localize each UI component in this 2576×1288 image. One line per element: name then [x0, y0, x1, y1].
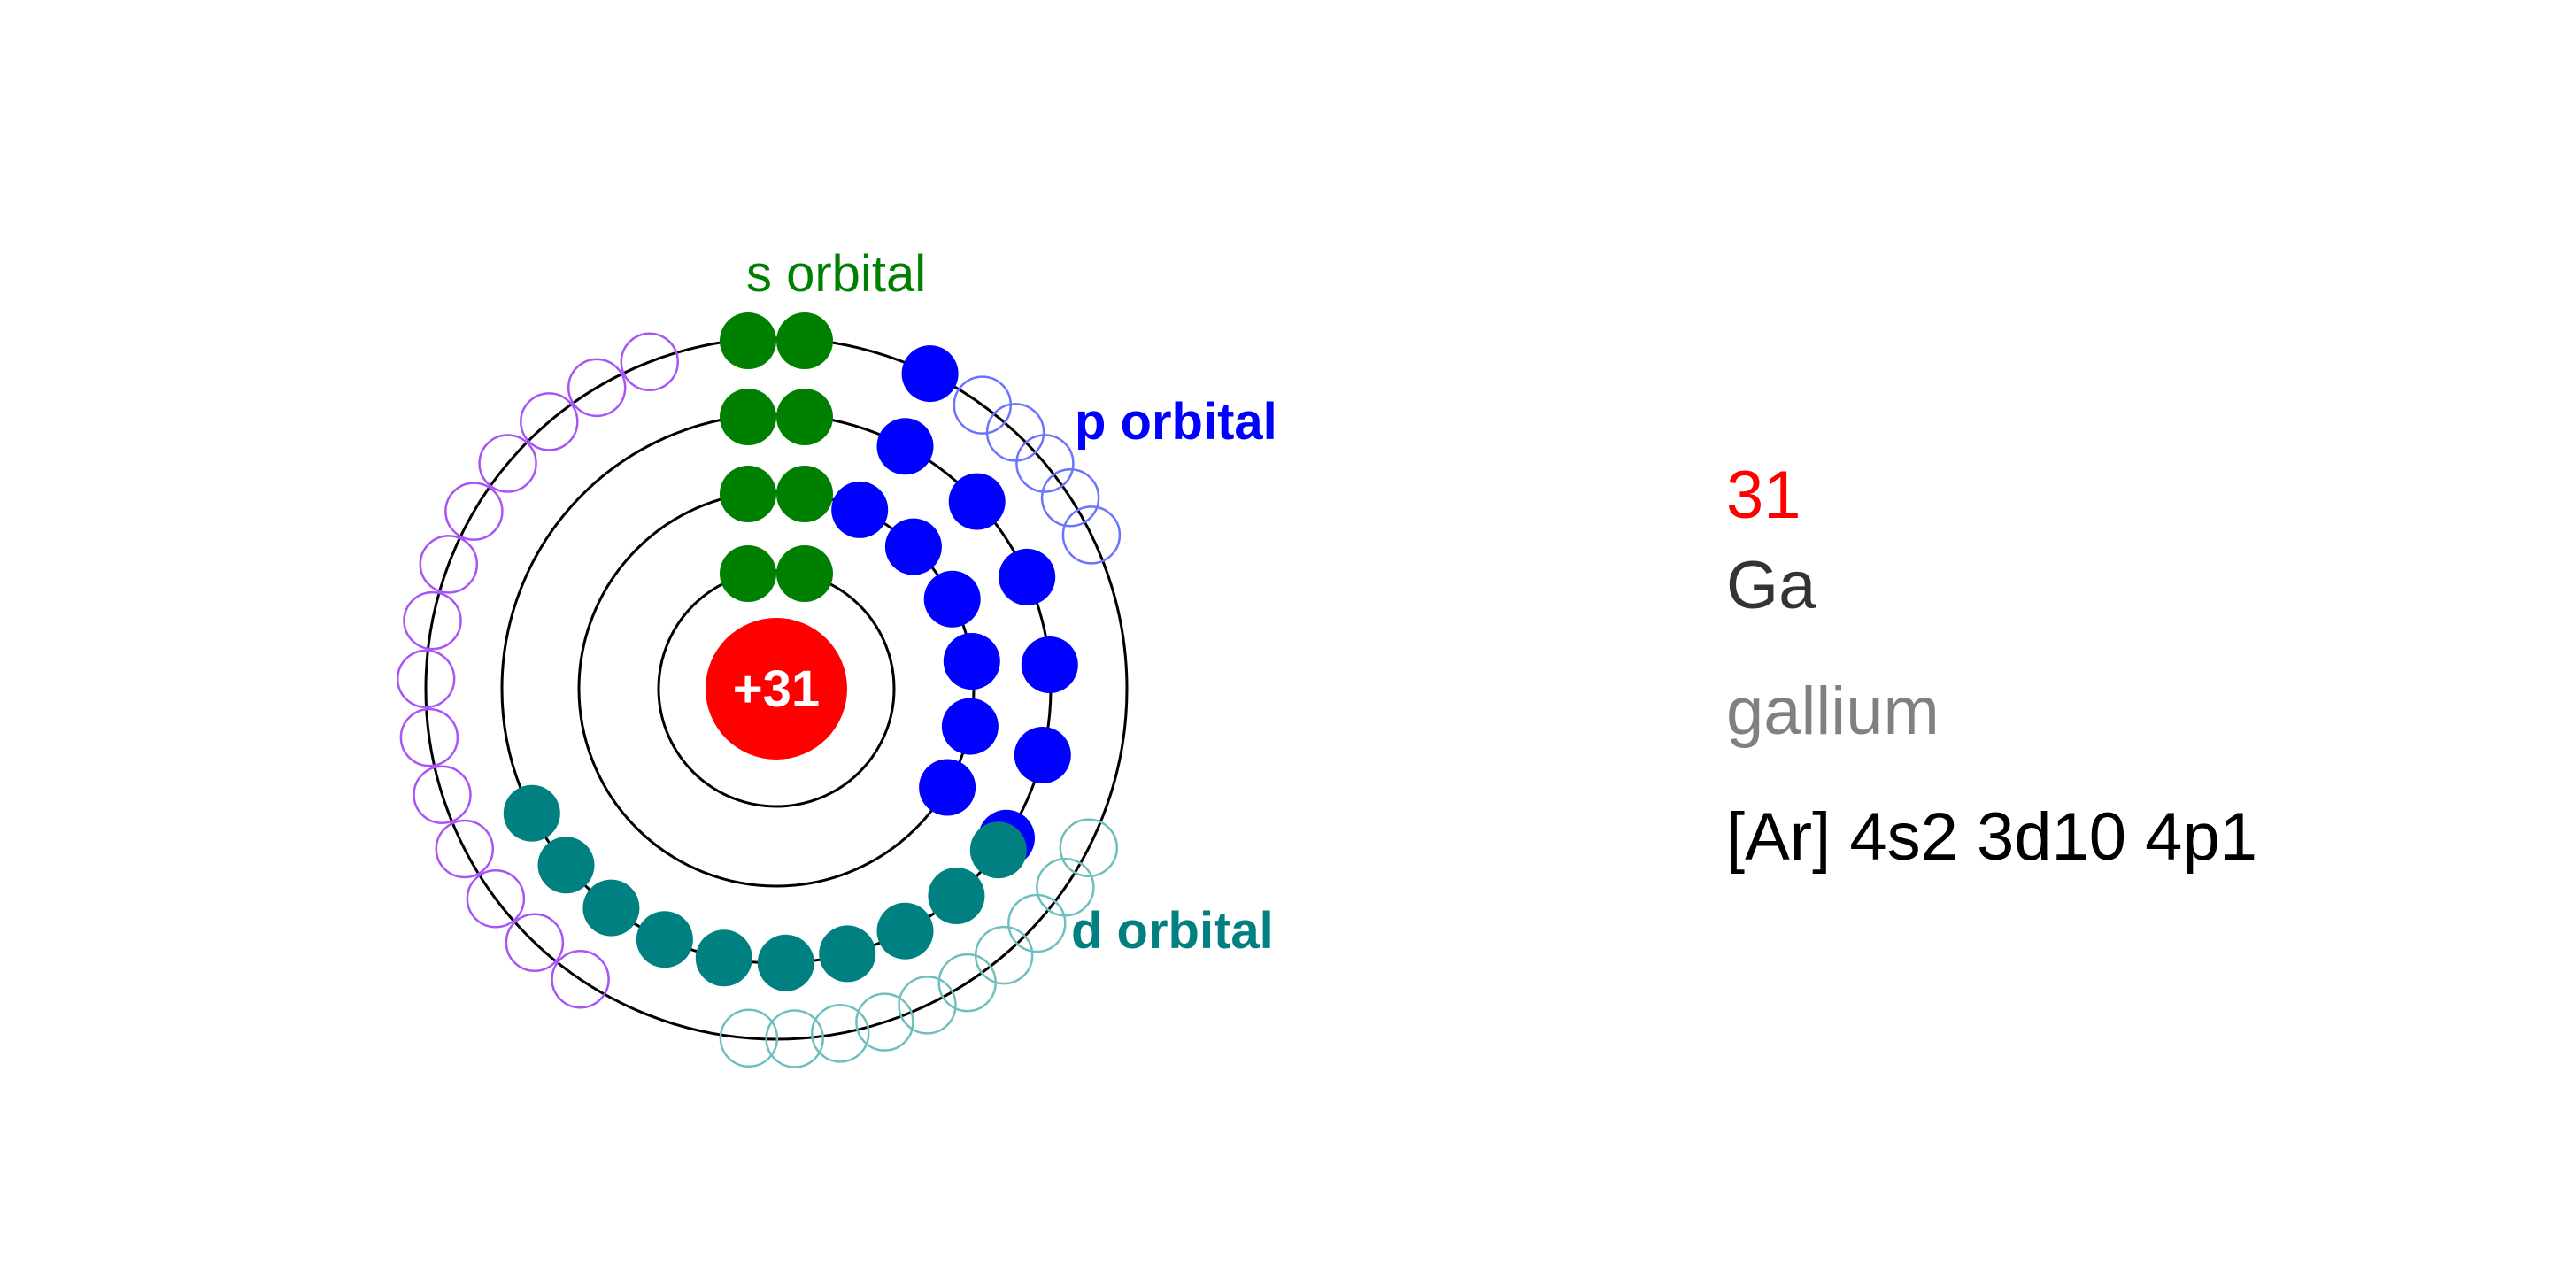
- empty-d-slot: [1036, 858, 1095, 917]
- d-electron: [819, 925, 876, 983]
- s-electron: [776, 312, 833, 369]
- empty-f-slot: [466, 868, 526, 929]
- s-orbital-label: s orbital: [746, 245, 926, 303]
- p-electron: [919, 759, 976, 816]
- p-electron: [901, 345, 959, 403]
- empty-f-slot: [567, 358, 627, 418]
- electrons-group: [396, 312, 1122, 1068]
- empty-d-slot: [1007, 893, 1067, 953]
- empty-f-slot: [478, 434, 537, 493]
- empty-f-slot: [520, 392, 579, 451]
- d-electron: [582, 879, 640, 937]
- p-electron: [884, 518, 942, 575]
- element-info-panel: 31 Ga gallium [Ar] 4s2 3d10 4p1: [1726, 460, 2434, 873]
- empty-d-slot: [898, 976, 957, 1035]
- empty-f-slot: [403, 590, 462, 651]
- p-orbital-label: p orbital: [1075, 393, 1277, 451]
- s-electron: [720, 312, 776, 369]
- s-electron: [776, 389, 833, 445]
- empty-p-slot: [1040, 468, 1100, 528]
- empty-f-slot: [435, 819, 495, 879]
- empty-f-slot: [551, 950, 610, 1009]
- p-electron: [1014, 727, 1071, 783]
- d-electron: [928, 868, 985, 924]
- d-electron: [969, 821, 1027, 879]
- empty-d-slot: [765, 1009, 824, 1068]
- s-electron: [720, 545, 776, 602]
- s-electron: [720, 389, 776, 445]
- p-electron: [999, 548, 1056, 605]
- empty-f-slot: [620, 332, 680, 392]
- p-electron: [1021, 636, 1078, 693]
- empty-f-slot: [444, 482, 504, 541]
- empty-d-slot: [719, 1008, 779, 1068]
- p-electron: [943, 633, 1000, 690]
- electron-configuration: [Ar] 4s2 3d10 4p1: [1726, 799, 2257, 875]
- d-electron: [537, 837, 595, 894]
- empty-f-slot: [396, 649, 456, 709]
- empty-f-slot: [413, 765, 472, 824]
- p-electron: [876, 418, 934, 475]
- s-electron: [776, 545, 833, 602]
- element-symbol: Ga: [1726, 548, 1816, 623]
- d-orbital-label: d orbital: [1071, 902, 1274, 960]
- s-electron: [776, 466, 833, 522]
- d-electron: [636, 911, 693, 968]
- p-electron: [948, 473, 1006, 530]
- empty-p-slot: [1015, 434, 1075, 493]
- d-electron: [695, 929, 752, 987]
- s-electron: [720, 466, 776, 522]
- atomic-number: 31: [1726, 458, 1801, 533]
- element-name: gallium: [1726, 674, 1940, 749]
- empty-d-slot: [1059, 818, 1119, 878]
- d-electron: [503, 784, 560, 842]
- empty-p-slot: [985, 403, 1045, 462]
- empty-f-slot: [399, 707, 459, 767]
- p-electron: [923, 570, 981, 628]
- shell-ring-1: [657, 569, 896, 808]
- empty-f-slot: [505, 913, 565, 973]
- p-electron: [831, 481, 889, 538]
- empty-d-slot: [810, 1004, 870, 1063]
- nucleus: [706, 618, 847, 760]
- empty-d-slot: [855, 992, 914, 1052]
- empty-p-slot: [1061, 505, 1122, 565]
- nucleus-charge-label: +31: [733, 660, 820, 718]
- d-electron: [757, 934, 814, 991]
- p-electron: [941, 698, 999, 755]
- empty-d-slot: [937, 953, 997, 1013]
- empty-f-slot: [419, 535, 479, 594]
- d-electron: [876, 902, 934, 960]
